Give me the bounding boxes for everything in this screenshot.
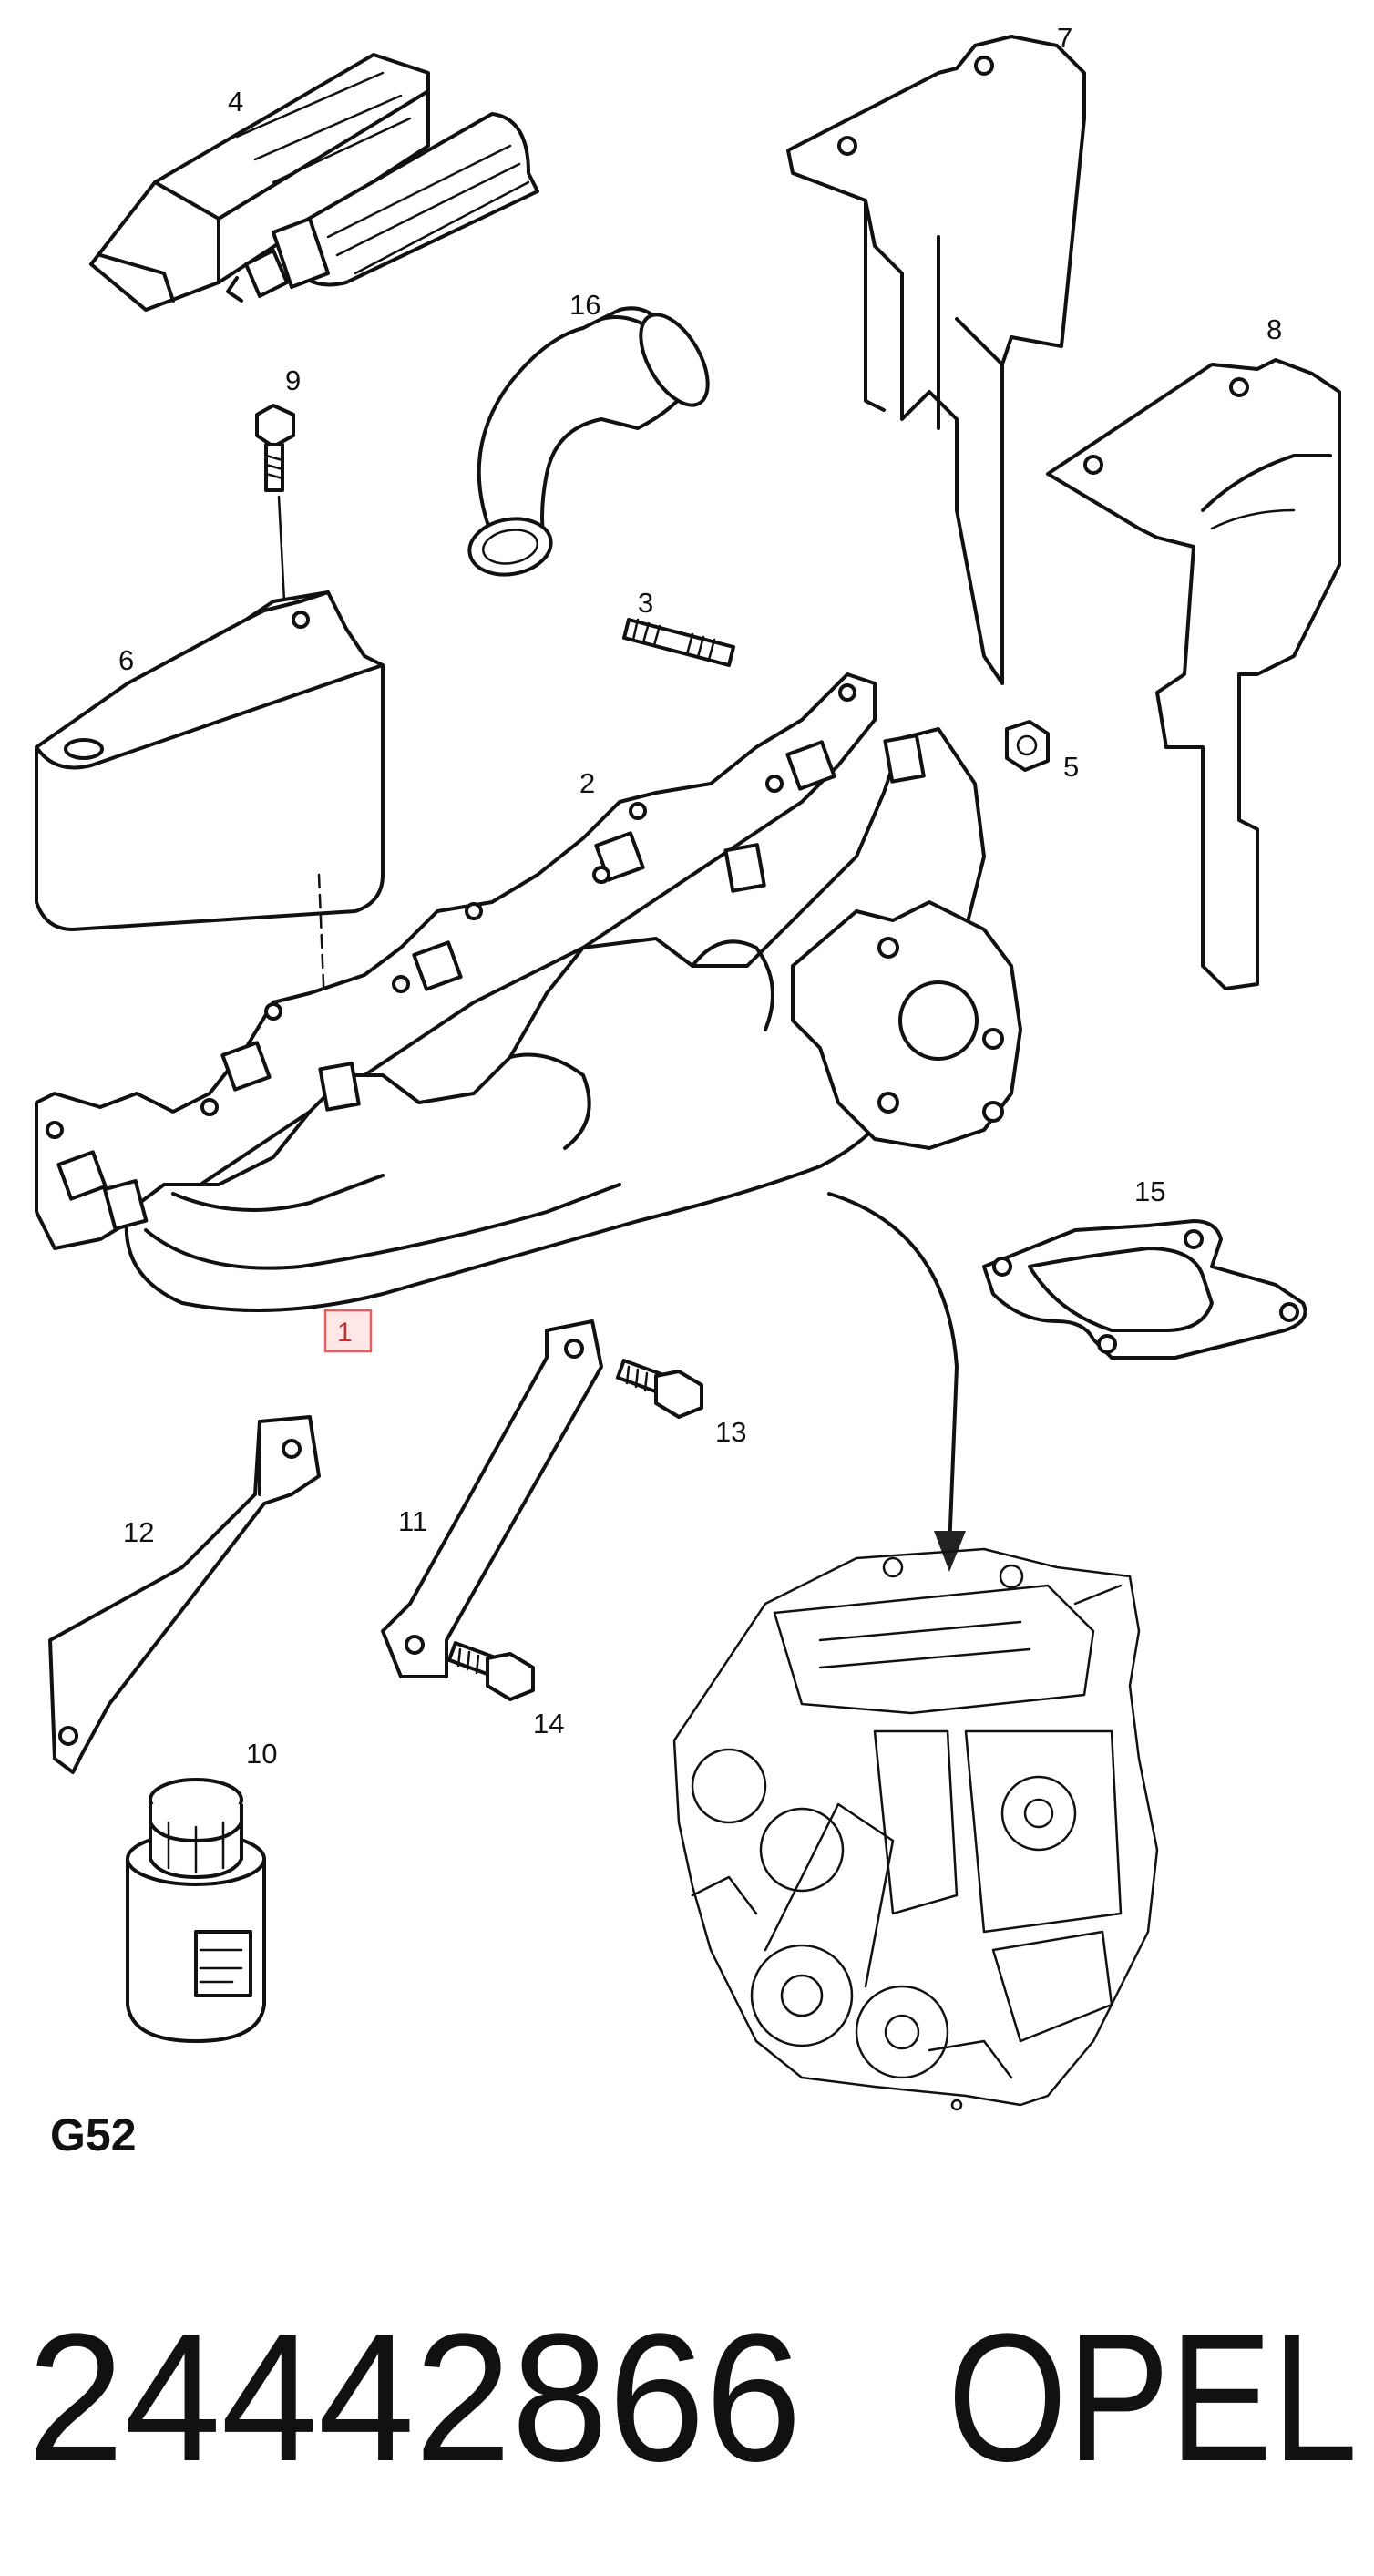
bolt-14-illustration bbox=[446, 1641, 535, 1701]
callout-1-highlight-box bbox=[323, 1309, 373, 1353]
callout-13: 13 bbox=[715, 1416, 746, 1448]
callout-14: 14 bbox=[533, 1708, 564, 1740]
exhaust-manifold-illustration bbox=[102, 727, 1022, 1312]
sealant-kit-illustration bbox=[89, 53, 539, 312]
callout-10: 10 bbox=[246, 1738, 277, 1770]
diagram-code: G52 bbox=[50, 2109, 137, 2160]
engine-assembly-illustration bbox=[672, 1547, 1159, 2111]
heat-shield-7-illustration bbox=[786, 35, 1086, 685]
hose-illustration bbox=[467, 306, 710, 577]
compound-jar-illustration bbox=[126, 1778, 266, 2043]
leader-line-9 bbox=[277, 495, 286, 603]
nut-5-illustration bbox=[1005, 720, 1050, 772]
callout-12: 12 bbox=[123, 1516, 154, 1548]
callout-9: 9 bbox=[285, 364, 301, 396]
bolt-9-illustration bbox=[255, 404, 295, 492]
heat-shield-6-illustration bbox=[35, 590, 385, 931]
bolt-13-illustration bbox=[615, 1359, 703, 1419]
brand-name: OPEL bbox=[948, 2296, 1358, 2499]
gasket-15-illustration bbox=[982, 1219, 1307, 1360]
manifold-flange-illustration bbox=[35, 672, 877, 1250]
callout-6: 6 bbox=[118, 644, 134, 676]
engine-arrow bbox=[827, 1192, 959, 1551]
callout-7: 7 bbox=[1057, 22, 1072, 54]
callout-2: 2 bbox=[579, 767, 595, 799]
callout-11: 11 bbox=[398, 1505, 427, 1537]
callout-1: 1 bbox=[337, 1318, 353, 1348]
heat-shield-8-illustration bbox=[1046, 358, 1341, 990]
bracket-11-illustration bbox=[381, 1319, 603, 1678]
part-number: 24442866 bbox=[27, 2296, 802, 2499]
stud-3-illustration bbox=[622, 618, 735, 667]
callout-16: 16 bbox=[569, 289, 600, 321]
callout-4: 4 bbox=[228, 86, 243, 118]
callout-3: 3 bbox=[638, 587, 653, 619]
callout-5: 5 bbox=[1063, 751, 1079, 783]
callout-15: 15 bbox=[1134, 1175, 1165, 1207]
bracket-12-illustration bbox=[48, 1415, 321, 1774]
callout-8: 8 bbox=[1266, 313, 1282, 345]
